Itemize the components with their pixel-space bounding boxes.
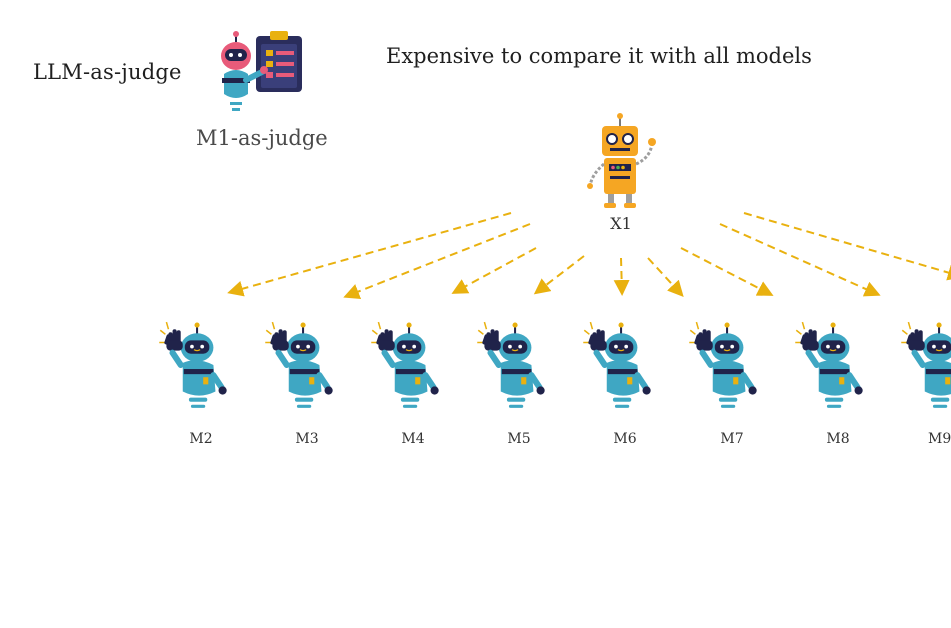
robot-clipboard-icon <box>221 31 302 111</box>
model-robot-icon <box>158 320 230 414</box>
model-robot-icon <box>688 320 760 414</box>
model-label: M8 <box>826 431 850 447</box>
model-label: M5 <box>507 431 531 447</box>
arrow-to-m7 <box>647 257 684 297</box>
model-label: M7 <box>720 431 744 447</box>
arrow-to-m9 <box>719 223 881 297</box>
model-label: M6 <box>613 431 637 447</box>
arrow-offscreen <box>743 212 951 281</box>
arrow-to-m2 <box>227 212 512 297</box>
arrow-to-m6 <box>613 257 630 296</box>
judge-caption: M1-as-judge <box>196 126 328 150</box>
arrow-to-m5 <box>533 255 585 295</box>
model-label: M2 <box>189 431 213 447</box>
model-robot-icon <box>370 320 442 414</box>
model-label: M3 <box>295 431 319 447</box>
model-robot-icon <box>900 320 942 414</box>
model-label: M4 <box>401 431 425 447</box>
model-robot-icon <box>794 320 866 414</box>
model-robot-icon <box>582 320 654 414</box>
arrow-to-m3 <box>343 223 531 300</box>
model-label: M9 <box>928 431 951 447</box>
orange-robot-icon <box>587 113 656 208</box>
llm-as-judge-label: LLM-as-judge <box>33 60 182 84</box>
diagram-title: Expensive to compare it with all models <box>386 44 812 68</box>
model-label-clip: M9 <box>928 431 951 447</box>
center-label: X1 <box>610 214 632 233</box>
arrow-to-m8 <box>680 247 774 296</box>
arrow-to-m4 <box>451 247 537 294</box>
model-robot-icon <box>264 320 336 414</box>
model-robot-icon <box>476 320 548 414</box>
